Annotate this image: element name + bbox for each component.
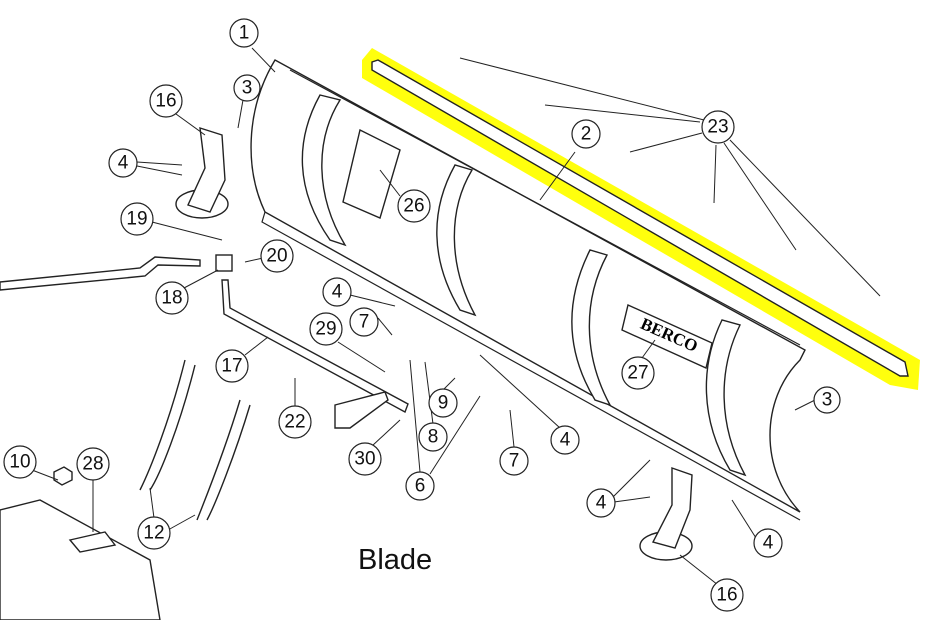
callout-28: 28 [76,447,110,481]
svg-text:3: 3 [242,78,253,99]
skid-shoe-right[interactable] [639,467,693,561]
svg-text:28: 28 [82,454,103,475]
svg-text:7: 7 [359,312,370,333]
svg-text:6: 6 [415,476,426,497]
callout-17: 17 [215,349,249,383]
callout-6: 6 [405,471,435,501]
callout-29: 29 [309,312,343,346]
svg-text:22: 22 [284,412,305,433]
callout-30: 30 [348,442,382,476]
callout-16: 16 [149,84,183,118]
decal-26 [342,128,401,219]
svg-text:20: 20 [266,246,287,267]
callout-26: 26 [397,189,431,223]
callout-27: 27 [621,356,655,390]
svg-text:2: 2 [581,124,592,145]
callout-1: 1 [229,18,259,48]
svg-text:30: 30 [354,449,375,470]
svg-text:4: 4 [118,153,129,174]
decal-28 [68,531,117,553]
callout-22: 22 [278,405,312,439]
svg-text:4: 4 [560,430,571,451]
svg-text:26: 26 [403,196,424,217]
callout-12: 12 [137,516,171,550]
callout-4: 4 [586,488,616,518]
svg-text:4: 4 [332,282,343,303]
callout-7: 7 [499,446,529,476]
skid-shoe-left[interactable] [175,127,229,219]
callout-20: 20 [260,239,294,273]
svg-text:8: 8 [428,427,439,448]
berco-logo-decal [621,304,713,369]
svg-text:27: 27 [627,363,648,384]
svg-text:4: 4 [763,533,774,554]
svg-text:12: 12 [143,523,164,544]
callout-4: 4 [753,528,783,558]
svg-text:16: 16 [155,91,176,112]
callout-23: 23 [701,110,735,144]
callout-19: 19 [120,202,154,236]
blade-moldboard[interactable]: BERCO [250,59,806,521]
diagram-title: Blade [358,544,433,576]
svg-text:19: 19 [126,209,147,230]
hitch-frame[interactable] [0,466,161,620]
springs[interactable] [139,359,251,521]
svg-text:18: 18 [161,288,182,309]
svg-text:1: 1 [239,23,250,44]
svg-text:29: 29 [315,319,336,340]
svg-text:4: 4 [596,493,607,514]
callout-18: 18 [155,281,189,315]
callout-8: 8 [418,422,448,452]
callout-16: 16 [710,578,744,612]
svg-text:16: 16 [716,585,737,606]
svg-text:23: 23 [707,117,728,138]
svg-text:17: 17 [221,356,242,377]
leader-lines [31,47,881,586]
callout-4: 4 [550,425,580,455]
svg-text:9: 9 [438,393,449,414]
svg-text:10: 10 [9,452,30,473]
callout-9: 9 [428,388,458,418]
callout-7: 7 [349,307,379,337]
callout-2: 2 [571,119,601,149]
callout-3: 3 [233,74,261,102]
callout-4: 4 [322,277,352,307]
svg-text:7: 7 [509,451,520,472]
push-rod[interactable] [0,254,409,429]
cutting-edge[interactable] [371,59,909,377]
callout-3: 3 [813,386,841,414]
callout-10: 10 [3,445,37,479]
svg-text:3: 3 [822,390,833,411]
callout-4: 4 [108,148,138,178]
